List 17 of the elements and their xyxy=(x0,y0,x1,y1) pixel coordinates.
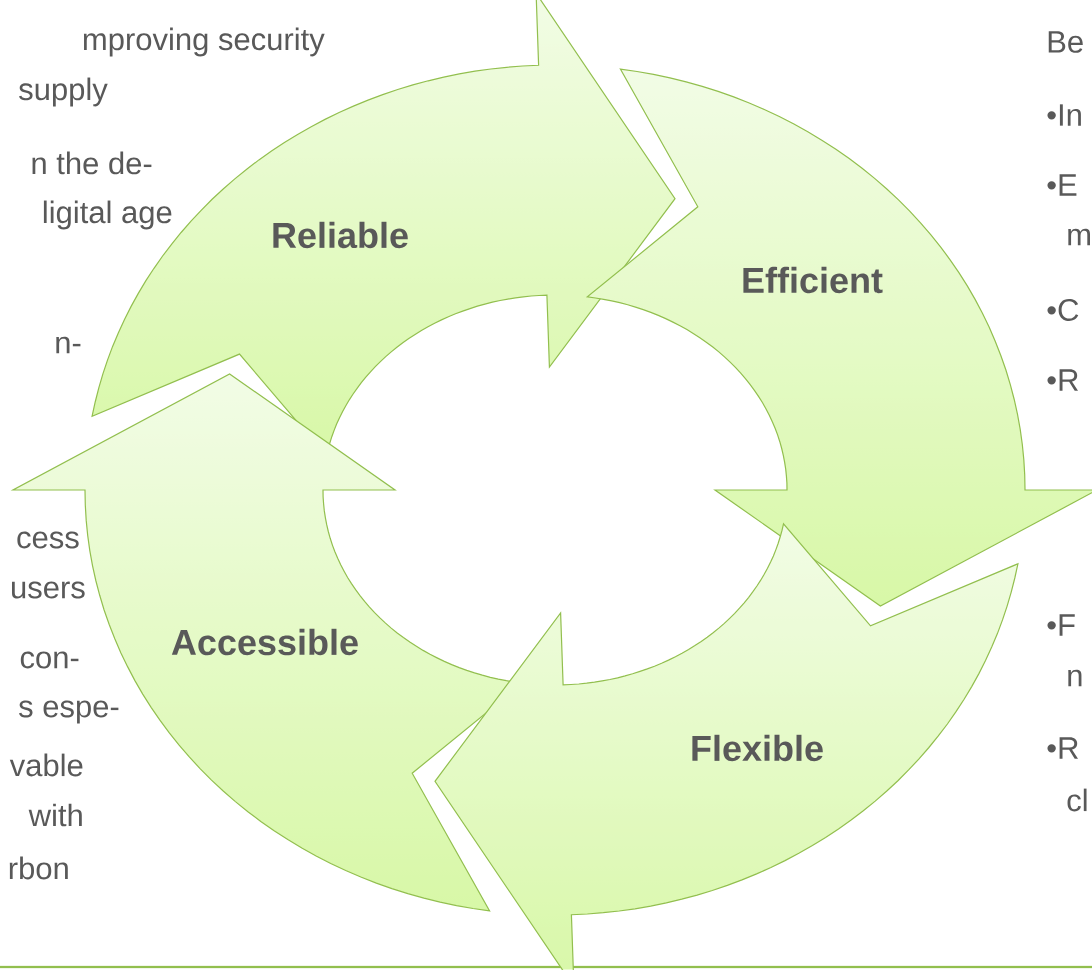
text-fragment: users xyxy=(12,581,85,599)
text-fragment: •R xyxy=(1047,737,1078,759)
text-fragment: •In xyxy=(1047,104,1081,126)
text-fragment: cess xyxy=(17,531,79,549)
text-fragment: cl xyxy=(1067,788,1087,812)
text-fragment: vable xyxy=(9,753,83,777)
text-fragment: n- xyxy=(56,336,81,354)
text-fragment: •R xyxy=(1047,369,1078,391)
text-fragment: rbon xyxy=(9,856,68,880)
text-fragment: •C xyxy=(1047,299,1079,321)
text-fragment: m xyxy=(1068,228,1090,246)
text-fragment: •F xyxy=(1047,614,1075,636)
text-fragment: s espe- xyxy=(19,700,119,724)
text-fragment: con- xyxy=(20,651,79,669)
text-fragment: with xyxy=(28,803,82,827)
text-fragment: n xyxy=(1068,669,1082,687)
text-fragment: •E xyxy=(1047,174,1077,196)
